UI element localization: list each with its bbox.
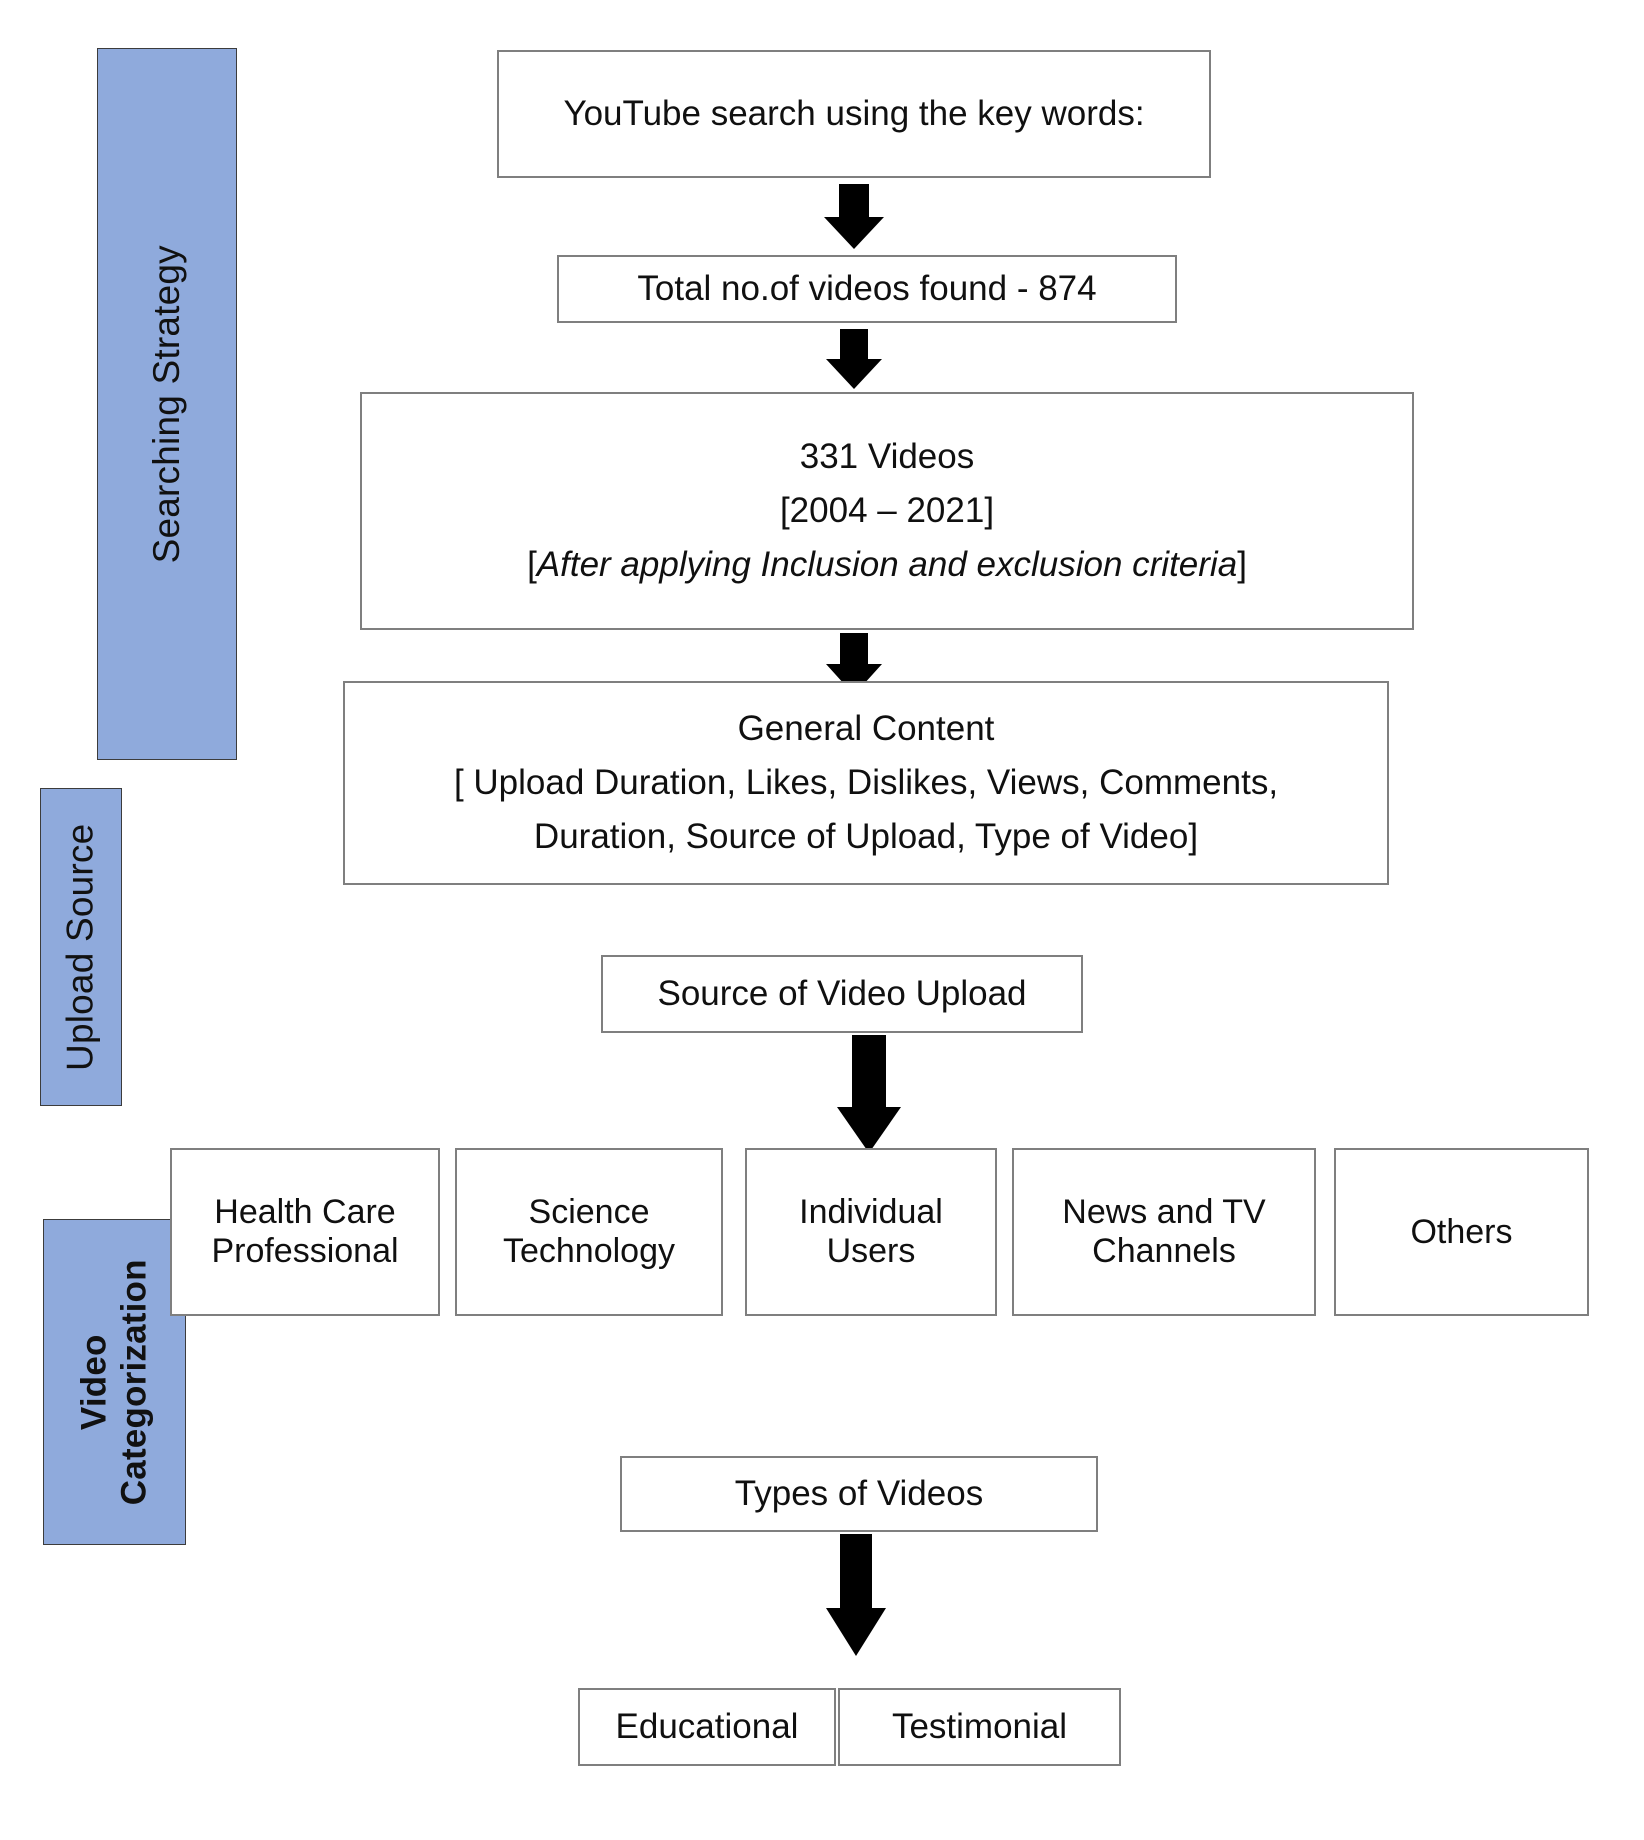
section-band-label-video-categorization: Video Categorization: [74, 1259, 154, 1505]
flow-box-types-of-videos-text: Types of Videos: [734, 1474, 984, 1513]
flow-box-category-news-and-tv-channels: News and TV Channels: [1012, 1148, 1316, 1316]
category-label-line-1: Health Care: [214, 1193, 396, 1231]
flow-box-category-others: Others: [1334, 1148, 1589, 1316]
flow-box-category-health-care-professional: Health Care Professional: [170, 1148, 440, 1316]
arrow-down-types-to-video-types: [808, 1534, 904, 1656]
flow-box-video-type-testimonial: Testimonial: [838, 1688, 1121, 1766]
category-label-line-1: Others: [1410, 1212, 1513, 1251]
flow-box-331-videos-count: 331 Videos: [799, 436, 975, 476]
flow-box-source-of-video-upload: Source of Video Upload: [601, 955, 1083, 1033]
criteria-close-bracket: ]: [1237, 545, 1247, 585]
category-label-line-2: Users: [826, 1232, 916, 1270]
category-label-line-2: Channels: [1092, 1232, 1236, 1270]
arrow-head: [824, 217, 884, 249]
section-band-upload-source: Upload Source: [40, 788, 122, 1106]
flow-box-source-of-video-upload-text: Source of Video Upload: [657, 974, 1027, 1013]
category-label-line-2: Technology: [502, 1232, 675, 1270]
arrow-head: [826, 1608, 886, 1656]
arrow-shaft: [840, 633, 868, 666]
section-band-searching-strategy: Searching Strategy: [97, 48, 237, 760]
flow-box-video-type-educational: Educational: [578, 1688, 836, 1766]
flow-box-total-videos-found: Total no.of videos found - 874: [557, 255, 1177, 323]
arrow-down-source-to-categories: [819, 1035, 919, 1153]
flow-box-total-videos-found-text: Total no.of videos found - 874: [637, 269, 1097, 308]
category-label-line-1: News and TV: [1062, 1193, 1266, 1231]
flow-box-331-videos-year-range: [2004 – 2021]: [779, 490, 995, 530]
arrow-shaft: [840, 1534, 872, 1610]
category-label-line-2: Professional: [211, 1232, 399, 1270]
category-label-line-1: Individual: [799, 1193, 943, 1231]
arrow-shaft: [839, 184, 869, 220]
flow-box-category-science-technology: Science Technology: [455, 1148, 723, 1316]
section-band-label-upload-source: Upload Source: [59, 823, 101, 1071]
criteria-italic-text: After applying Inclusion and exclusion c…: [536, 545, 1238, 585]
arrow-head: [826, 359, 882, 389]
arrow-down-total-to-331: [809, 329, 899, 389]
flow-box-types-of-videos: Types of Videos: [620, 1456, 1098, 1532]
flow-box-general-content-detail-line-2: Duration, Source of Upload, Type of Vide…: [533, 817, 1199, 857]
criteria-open-bracket: [: [527, 545, 537, 585]
section-band-label-searching-strategy: Searching Strategy: [145, 244, 187, 564]
arrow-shaft: [852, 1035, 886, 1109]
flow-box-331-videos-criteria: [After applying Inclusion and exclusion …: [362, 538, 1412, 592]
arrow-shaft: [840, 329, 868, 361]
flow-box-general-content-detail-line-1: [ Upload Duration, Likes, Dislikes, View…: [453, 762, 1279, 802]
section-band-video-categorization: Video Categorization: [43, 1219, 186, 1545]
flow-box-youtube-search-text: YouTube search using the key words:: [563, 94, 1145, 133]
flow-box-youtube-search: YouTube search using the key words:: [497, 50, 1211, 178]
arrow-down-search-to-total: [809, 184, 899, 249]
flow-box-general-content: General Content [ Upload Duration, Likes…: [343, 681, 1389, 885]
flow-box-general-content-title: General Content: [737, 708, 995, 748]
flow-box-category-individual-users: Individual Users: [745, 1148, 997, 1316]
video-type-label: Testimonial: [891, 1707, 1068, 1746]
arrow-head: [837, 1107, 901, 1153]
category-label-line-1: Science: [528, 1193, 650, 1231]
video-type-label: Educational: [615, 1707, 799, 1746]
flow-box-331-videos: 331 Videos [2004 – 2021] [After applying…: [360, 392, 1414, 630]
